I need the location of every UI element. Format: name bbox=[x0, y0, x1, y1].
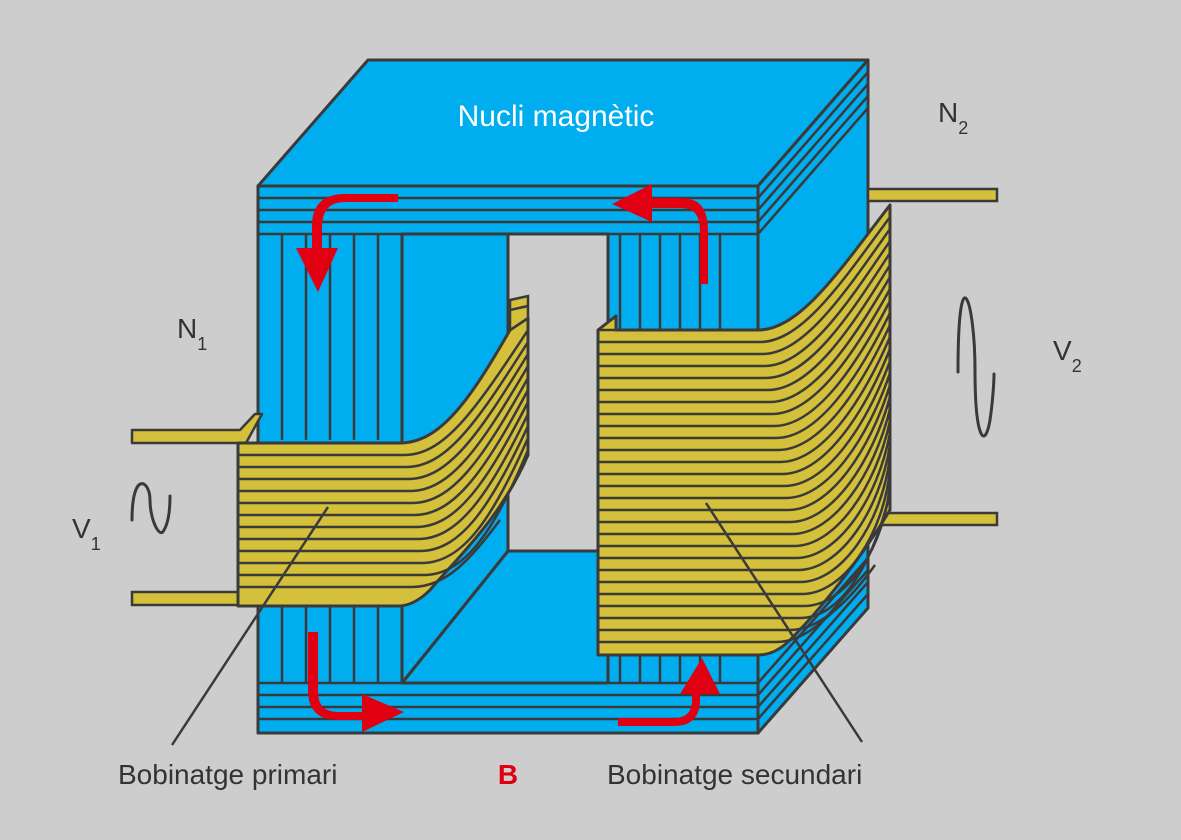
secondary-winding-label: Bobinatge secundari bbox=[607, 759, 862, 790]
flux-arrow-icon bbox=[618, 658, 720, 726]
core-title: Nucli magnètic bbox=[458, 100, 655, 133]
secondary-lead-top bbox=[866, 187, 999, 203]
flux-arrow-icon bbox=[612, 184, 708, 284]
v2-label: V2 bbox=[1053, 335, 1082, 376]
flux-arrows bbox=[296, 184, 720, 732]
primary-lead-bottom bbox=[130, 590, 242, 607]
secondary-pointer bbox=[704, 502, 864, 743]
pointer-lines bbox=[170, 502, 864, 746]
secondary-lead-bottom bbox=[878, 511, 999, 527]
secondary-coil-body bbox=[596, 203, 892, 657]
secondary-leads bbox=[866, 187, 999, 527]
primary-pointer bbox=[170, 506, 330, 746]
ac-source-icon bbox=[956, 296, 996, 438]
v1-label: V1 bbox=[72, 513, 101, 554]
n2-label: N2 bbox=[938, 97, 968, 138]
primary-lead-top bbox=[130, 412, 264, 445]
flux-arrow-icon bbox=[308, 632, 404, 732]
secondary-coil bbox=[596, 203, 892, 657]
ac-source-icon bbox=[130, 482, 172, 534]
primary-winding-label: Bobinatge primari bbox=[118, 759, 337, 790]
flux-arrow-icon bbox=[296, 194, 398, 292]
flux-label: B bbox=[498, 759, 518, 790]
n1-label: N1 bbox=[177, 313, 207, 354]
